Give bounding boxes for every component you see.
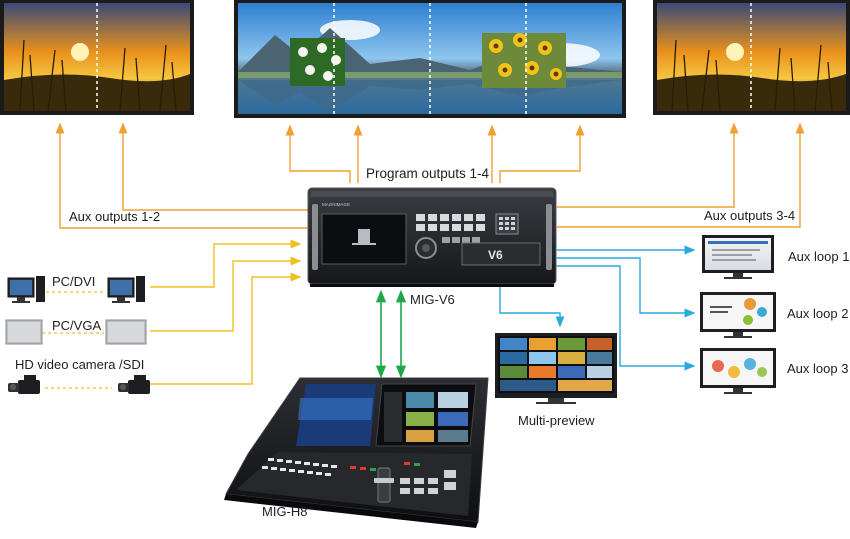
pc-dvi-computer-right: [107, 276, 145, 303]
control-arrows: [375, 289, 407, 379]
pc-dvi-label: PC/DVI: [52, 274, 96, 289]
program-outputs-label: Program outputs 1-4: [366, 166, 490, 181]
hd-camera-left: [8, 375, 40, 394]
input-pair-lines: [40, 291, 112, 389]
aux-outputs-right-label: Aux outputs 3-4: [704, 208, 796, 223]
mig-v6-label: MIG-V6: [410, 292, 455, 307]
aux-loop-3-label: Aux loop 3: [787, 361, 849, 376]
center-program-screen: [234, 0, 626, 118]
mig-h8-label: MIG-H8: [262, 504, 308, 519]
right-output-screen: [653, 0, 850, 115]
pc-vga-screen-right: [105, 319, 147, 345]
aux-loop-2-monitor: [700, 292, 776, 338]
pc-dvi-computer-left: [7, 276, 45, 303]
aux-loop-2-label: Aux loop 2: [787, 306, 849, 321]
left-output-screen: [0, 0, 194, 115]
aux-loop-3-monitor: [700, 348, 776, 394]
hd-camera-label: HD video camera /SDI: [15, 357, 145, 372]
loop-arrows: [499, 245, 696, 371]
aux-loop-1-monitor: [702, 235, 774, 279]
output-arrows: [55, 122, 805, 229]
aux-outputs-left-label: Aux outputs 1-2: [69, 209, 161, 224]
aux-loop-1-label: Aux loop 1: [788, 249, 850, 264]
mig-v6-device: MAGNIMAGE V6: [307, 187, 557, 287]
multi-preview-label: Multi-preview: [518, 413, 595, 428]
pc-vga-label: PC/VGA: [52, 318, 102, 333]
multi-preview-monitor: [495, 333, 617, 404]
device-brand: MAGNIMAGE: [322, 202, 350, 207]
hd-camera-right: [118, 375, 150, 394]
mig-h8-console: [224, 377, 489, 528]
input-arrows: [150, 239, 302, 385]
pc-vga-screen-left: [5, 319, 43, 345]
device-badge: V6: [488, 248, 503, 262]
